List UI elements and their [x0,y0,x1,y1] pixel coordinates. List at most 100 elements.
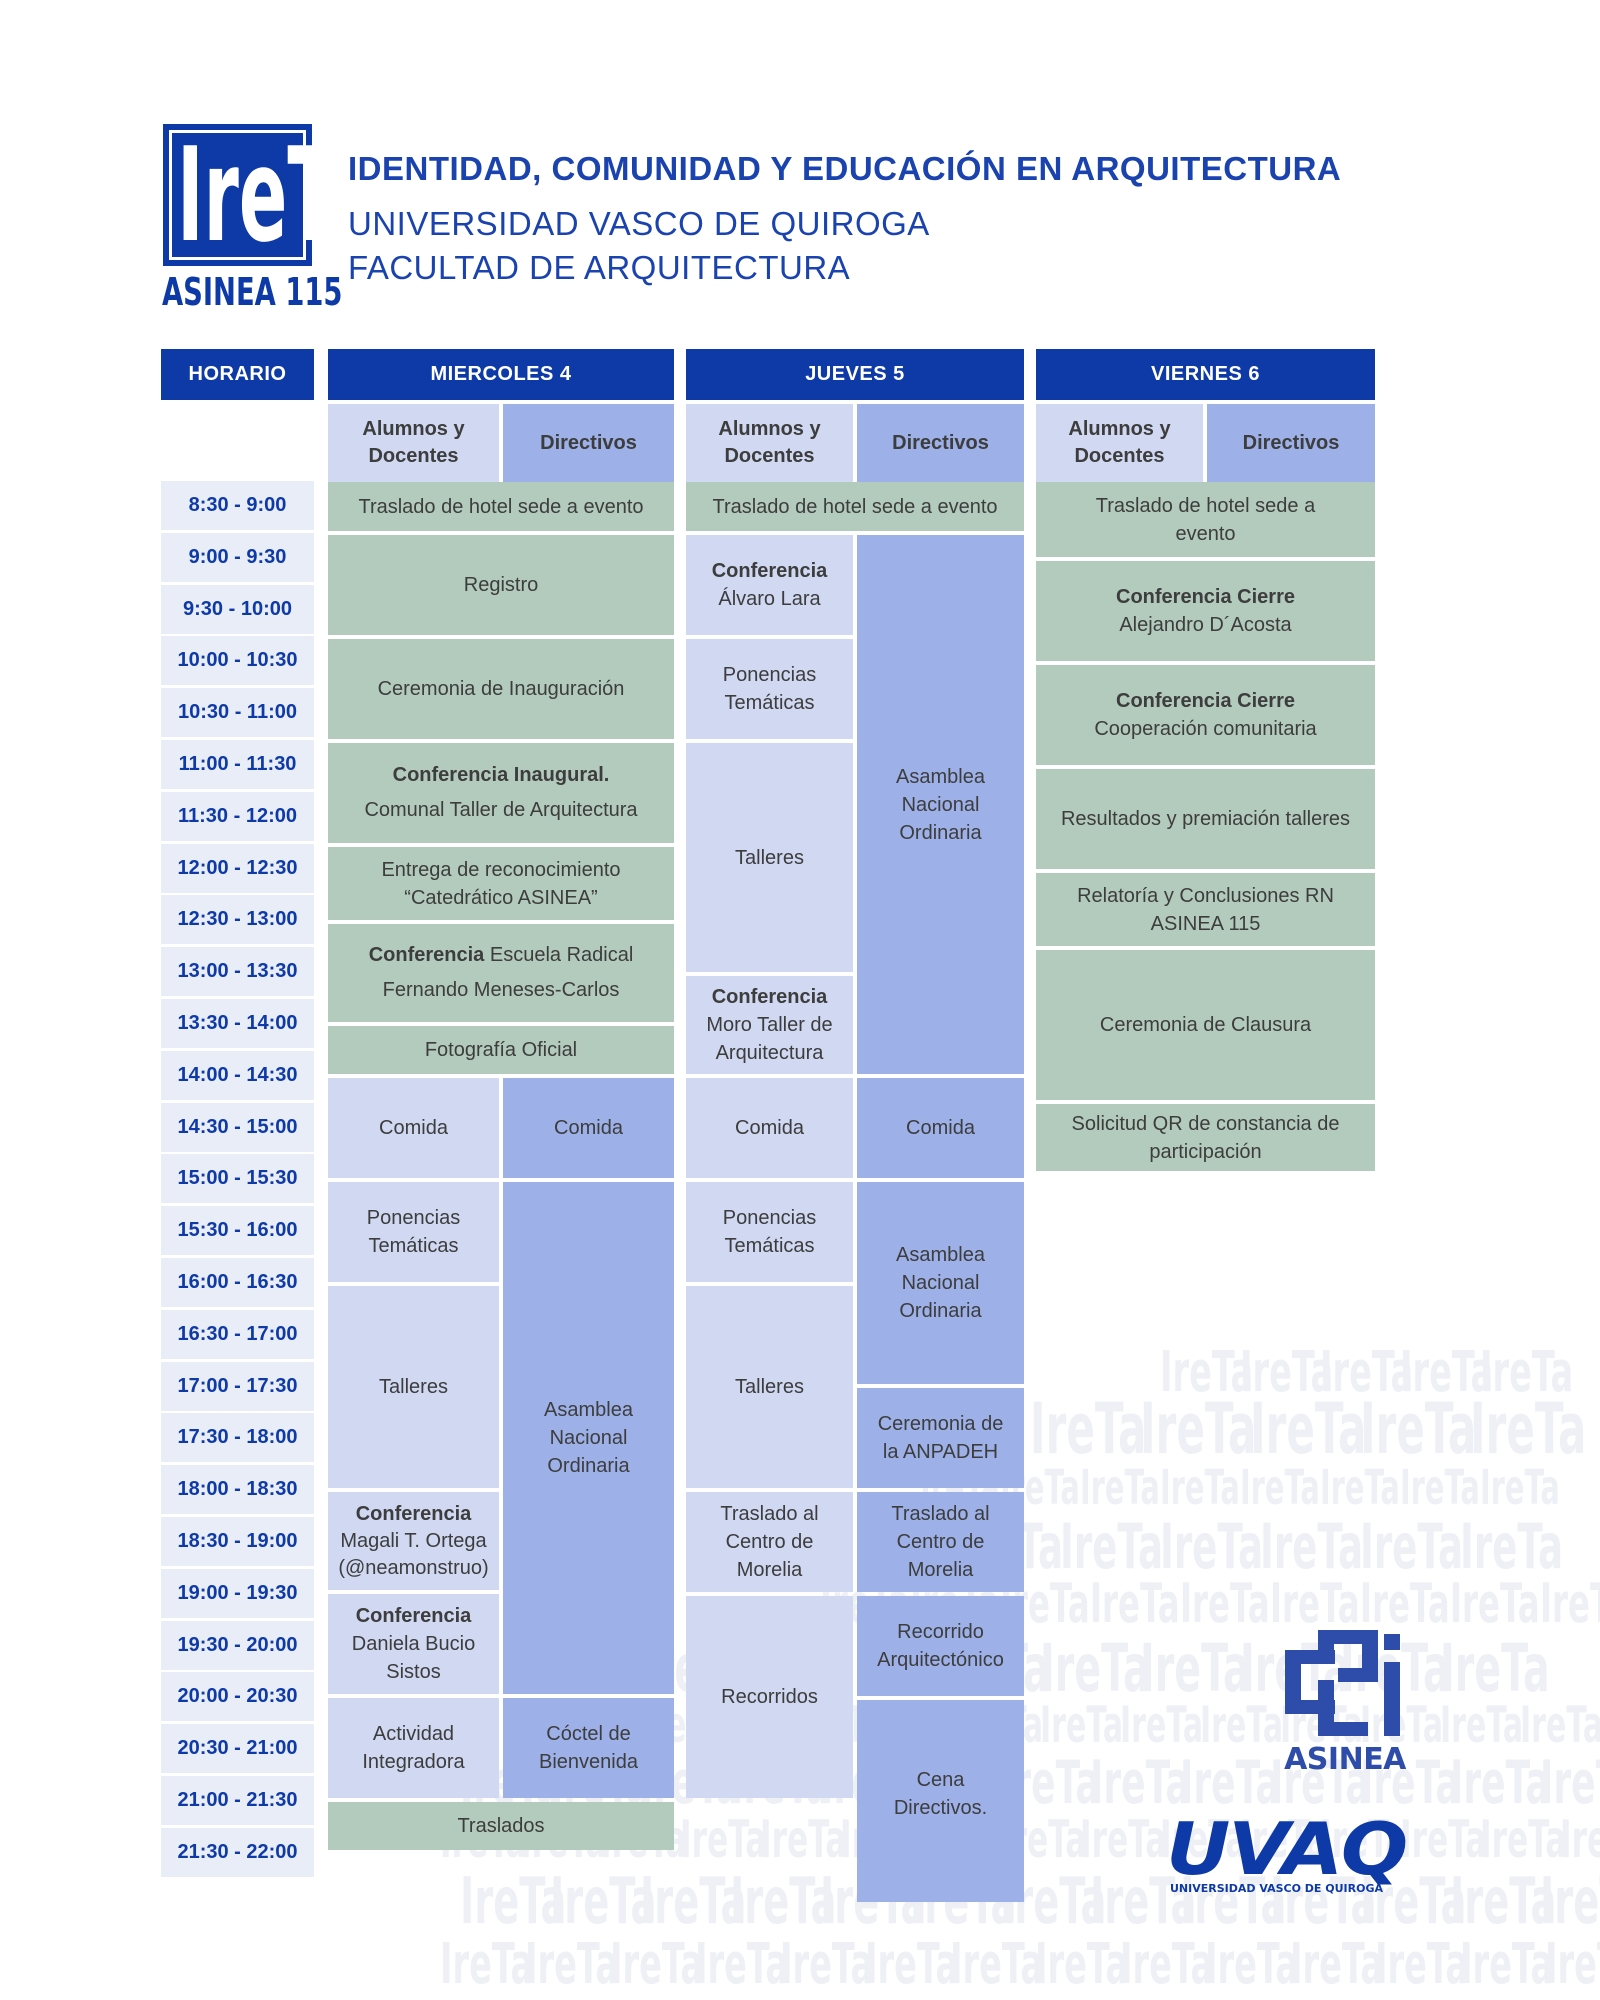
watermark-word: IreTa [1460,1510,1564,1583]
watermark-word: IreTa [780,1932,874,1997]
watermark-word: IreTa [1360,1388,1477,1470]
watermark-word: IreTa [1400,1460,1480,1516]
conferencia-label: Conferencia [711,560,828,582]
subheader-directivos-jueves: Directivos [857,404,1024,482]
subheader-alumnos-miercoles: Alumnos y Docentes [328,404,499,482]
watermark-word: IreTa [730,1865,837,1939]
watermark-word: IreTa [1360,1748,1460,1818]
watermark-word: IreTa [1290,1932,1384,1997]
subheader-alumnos-viernes: Alumnos y Docentes [1036,404,1203,482]
watermark-word: IreTa [1060,1510,1164,1583]
miercoles-coctel-bienvenida: Cóctel de Bienvenida [503,1698,674,1798]
miercoles-conferencia-inaugural: Conferencia Inaugural. Comunal Taller de… [328,743,674,843]
watermark-word: IreTa [1540,1748,1600,1818]
jueves-ponencias-am: Ponencias Temáticas [686,639,853,739]
conferencia-inaugural-speaker: Comunal Taller de Arquitectura [364,799,638,821]
asinea-logo-text: ASINEA [1284,1742,1406,1777]
jueves-traslado-centro-directivos: Traslado al Centro de Morelia [857,1492,1024,1592]
miercoles-ponencias-tematicas: Ponencias Temáticas [328,1182,499,1282]
faculty-name: FACULTAD DE ARQUITECTURA [348,249,851,286]
jueves-conferencia-moro: Conferencia Moro Taller de Arquitectura [686,976,853,1074]
watermark-word: IreTa [865,1932,959,1997]
watermark-word: IreTa [1260,1510,1364,1583]
watermark-word: IreTa [1240,1340,1334,1405]
time-slot: 14:00 - 14:30 [161,1051,314,1100]
watermark-word: IreTa [1140,1630,1250,1707]
conferencia-magali-speaker: Magali T. Ortega (@neamonstruo) [338,1529,489,1579]
ireta-logo: IreTa [163,124,312,266]
time-slot: 19:00 - 19:30 [161,1569,314,1618]
watermark-word: IreTa [1480,1460,1560,1516]
watermark-word: IreTa [1450,1865,1557,1939]
watermark-word: IreTa [1180,1572,1270,1635]
jueves-conferencia-alvaro: Conferencia Álvaro Lara [686,535,853,635]
watermark-word: IreTa [695,1932,789,1997]
time-slot: 12:30 - 13:00 [161,895,314,944]
ireta-logo-subtitle: ASINEA 115 [162,270,343,314]
jueves-talleres-am: Talleres [686,743,853,972]
university-name: UNIVERSIDAD VASCO DE QUIROGA [348,205,930,242]
time-slot: 21:00 - 21:30 [161,1776,314,1825]
viernes-clausura: Ceremonia de Clausura [1036,950,1375,1100]
watermark-word: IreTa [1030,1388,1147,1470]
time-slot: 18:00 - 18:30 [161,1465,314,1514]
watermark-word: IreTa [640,1865,747,1939]
subheader-directivos-viernes: Directivos [1207,404,1375,482]
time-slot: 14:30 - 15:00 [161,1103,314,1152]
watermark-word: IreTa [610,1932,704,1997]
conferencia-cierre-1-speaker: Alejandro D´Acosta [1119,614,1292,636]
watermark-word: IreTa [1400,1810,1487,1870]
time-slot: 11:30 - 12:00 [161,792,314,841]
miercoles-comida-directivos: Comida [503,1078,674,1178]
uvaq-logo-text: UVAQ [1166,1807,1408,1891]
miercoles-traslado: Traslado de hotel sede a evento [328,482,674,531]
time-slot: 21:30 - 22:00 [161,1828,314,1877]
uvaq-logo-subtitle: UNIVERSIDAD VASCO DE QUIROGA [1170,1882,1384,1895]
watermark-word: IreTa [1400,1340,1494,1405]
jueves-asamblea-am: Asamblea Nacional Ordinaria [857,535,1024,1074]
jueves-recorridos: Recorridos [686,1596,853,1798]
viernes-conferencia-cierre-2: Conferencia Cierre Cooperación comunitar… [1036,665,1375,765]
miercoles-actividad-integradora: Actividad Integradora [328,1698,499,1798]
watermark-word: IreTa [1240,1810,1327,1870]
conferencia-inaugural-title: Conferencia Inaugural. [392,764,610,786]
watermark-word: IreTa [1360,1696,1444,1754]
watermark-word: IreTa [1180,1748,1280,1818]
conferencia-alvaro-speaker: Álvaro Lara [718,588,821,610]
jueves-ceremonia-anpadeh: Ceremonia de la ANPADEH [857,1388,1024,1488]
time-slot: 9:30 - 10:00 [161,585,314,634]
horario-header: HORARIO [161,349,314,400]
jueves-traslado: Traslado de hotel sede a evento [686,482,1024,531]
time-slot: 16:00 - 16:30 [161,1258,314,1307]
page-title: IDENTIDAD, COMUNIDAD Y EDUCACIÓN EN ARQU… [348,150,1342,187]
watermark-word: IreTa [1040,1696,1124,1754]
watermark-word: IreTa [1560,1810,1600,1870]
miercoles-conferencia-daniela: Conferencia Daniela Bucio Sistos [328,1594,499,1694]
miercoles-ceremonia-inauguracion: Ceremonia de Inauguración [328,639,674,739]
jueves-ponencias-pm: Ponencias Temáticas [686,1182,853,1282]
watermark-word: IreTa [1090,1865,1197,1939]
watermark-word: IreTa [1035,1932,1129,1997]
watermark-word: IreTa [1360,1510,1464,1583]
miercoles-traslados: Traslados [328,1802,674,1850]
conferencia-escuela-title: Escuela Radical [484,944,634,966]
miercoles-fotografia-oficial: Fotografía Oficial [328,1026,674,1074]
watermark-word: IreTa [550,1865,657,1939]
miercoles-talleres: Talleres [328,1286,499,1488]
watermark-word: IreTa [1120,1696,1204,1754]
watermark-word: IreTa [1180,1865,1287,1939]
miercoles-registro: Registro [328,535,674,635]
asinea-logo: ASINEA [1280,1610,1410,1790]
watermark-word: IreTa [1545,1932,1600,1997]
conferencia-cierre-label: Conferencia Cierre [1116,586,1295,608]
jueves-cena-directivos: Cena Directivos. [857,1700,1024,1902]
viernes-traslado: Traslado de hotel sede a evento [1036,482,1375,557]
time-slot: 12:00 - 12:30 [161,844,314,893]
time-slot: 20:00 - 20:30 [161,1672,314,1721]
watermark-word: IreTa [1375,1932,1469,1997]
time-slot: 15:00 - 15:30 [161,1154,314,1203]
watermark-word: IreTa [1200,1696,1284,1754]
watermark-word: IreTa [1480,1340,1574,1405]
conferencia-daniela-speaker: Daniela Bucio Sistos [351,1633,476,1683]
jueves-comida-directivos: Comida [857,1078,1024,1178]
